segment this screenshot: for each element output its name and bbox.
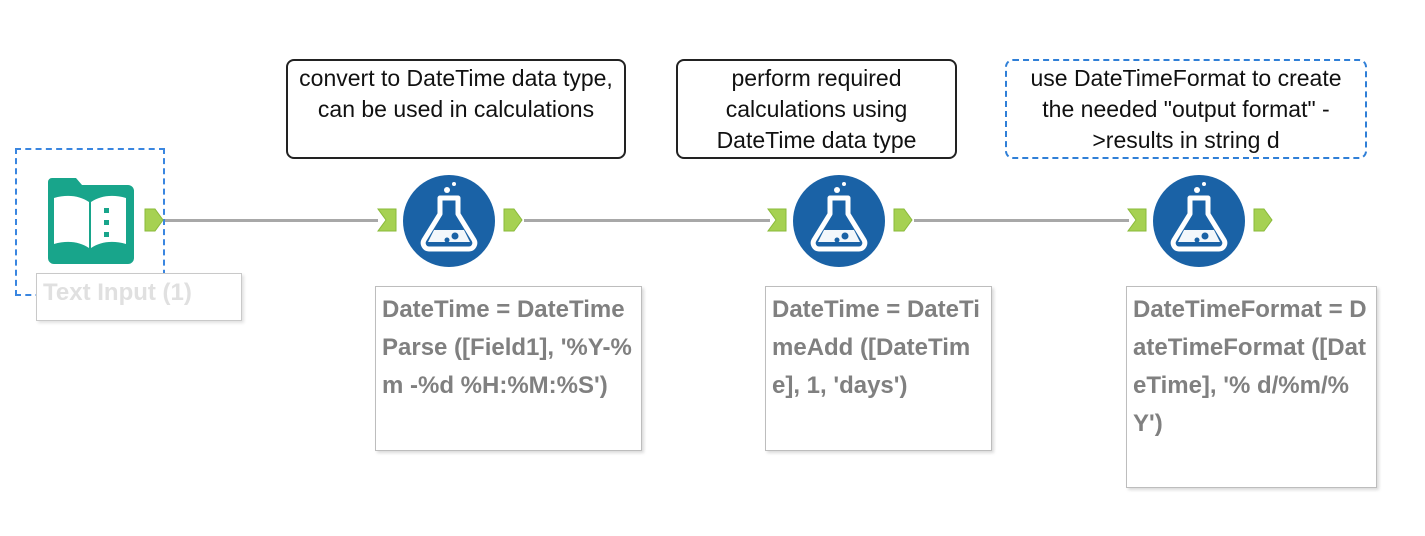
connection-wire[interactable] [165, 219, 378, 222]
flask-icon [403, 175, 495, 267]
formula-tool[interactable] [1152, 174, 1246, 268]
comment-box[interactable]: convert to DateTime data type, can be us… [286, 59, 626, 159]
tool-label: Text Input (1) [36, 273, 242, 321]
comment-box[interactable]: perform required calculations using Date… [676, 59, 957, 159]
formula-tool[interactable] [792, 174, 886, 268]
output-anchor[interactable] [502, 207, 524, 233]
input-anchor[interactable] [766, 207, 788, 233]
flask-icon [793, 175, 885, 267]
book-icon [48, 178, 134, 264]
output-anchor[interactable] [1252, 207, 1274, 233]
tool-annotation: DateTime = DateTimeParse ([Field1], '%Y-… [375, 286, 642, 451]
output-anchor[interactable] [143, 207, 165, 233]
input-anchor[interactable] [1126, 207, 1148, 233]
tool-annotation: DateTimeFormat = DateTimeFormat ([DateTi… [1126, 286, 1377, 488]
text-input-tool[interactable] [44, 174, 136, 266]
input-anchor[interactable] [376, 207, 398, 233]
formula-tool[interactable] [402, 174, 496, 268]
output-anchor[interactable] [892, 207, 914, 233]
connection-wire[interactable] [914, 219, 1129, 222]
tool-annotation: DateTime = DateTimeAdd ([DateTime], 1, '… [765, 286, 992, 451]
comment-box[interactable]: use DateTimeFormat to create the needed … [1005, 59, 1367, 159]
flask-icon [1153, 175, 1245, 267]
connection-wire[interactable] [524, 219, 770, 222]
